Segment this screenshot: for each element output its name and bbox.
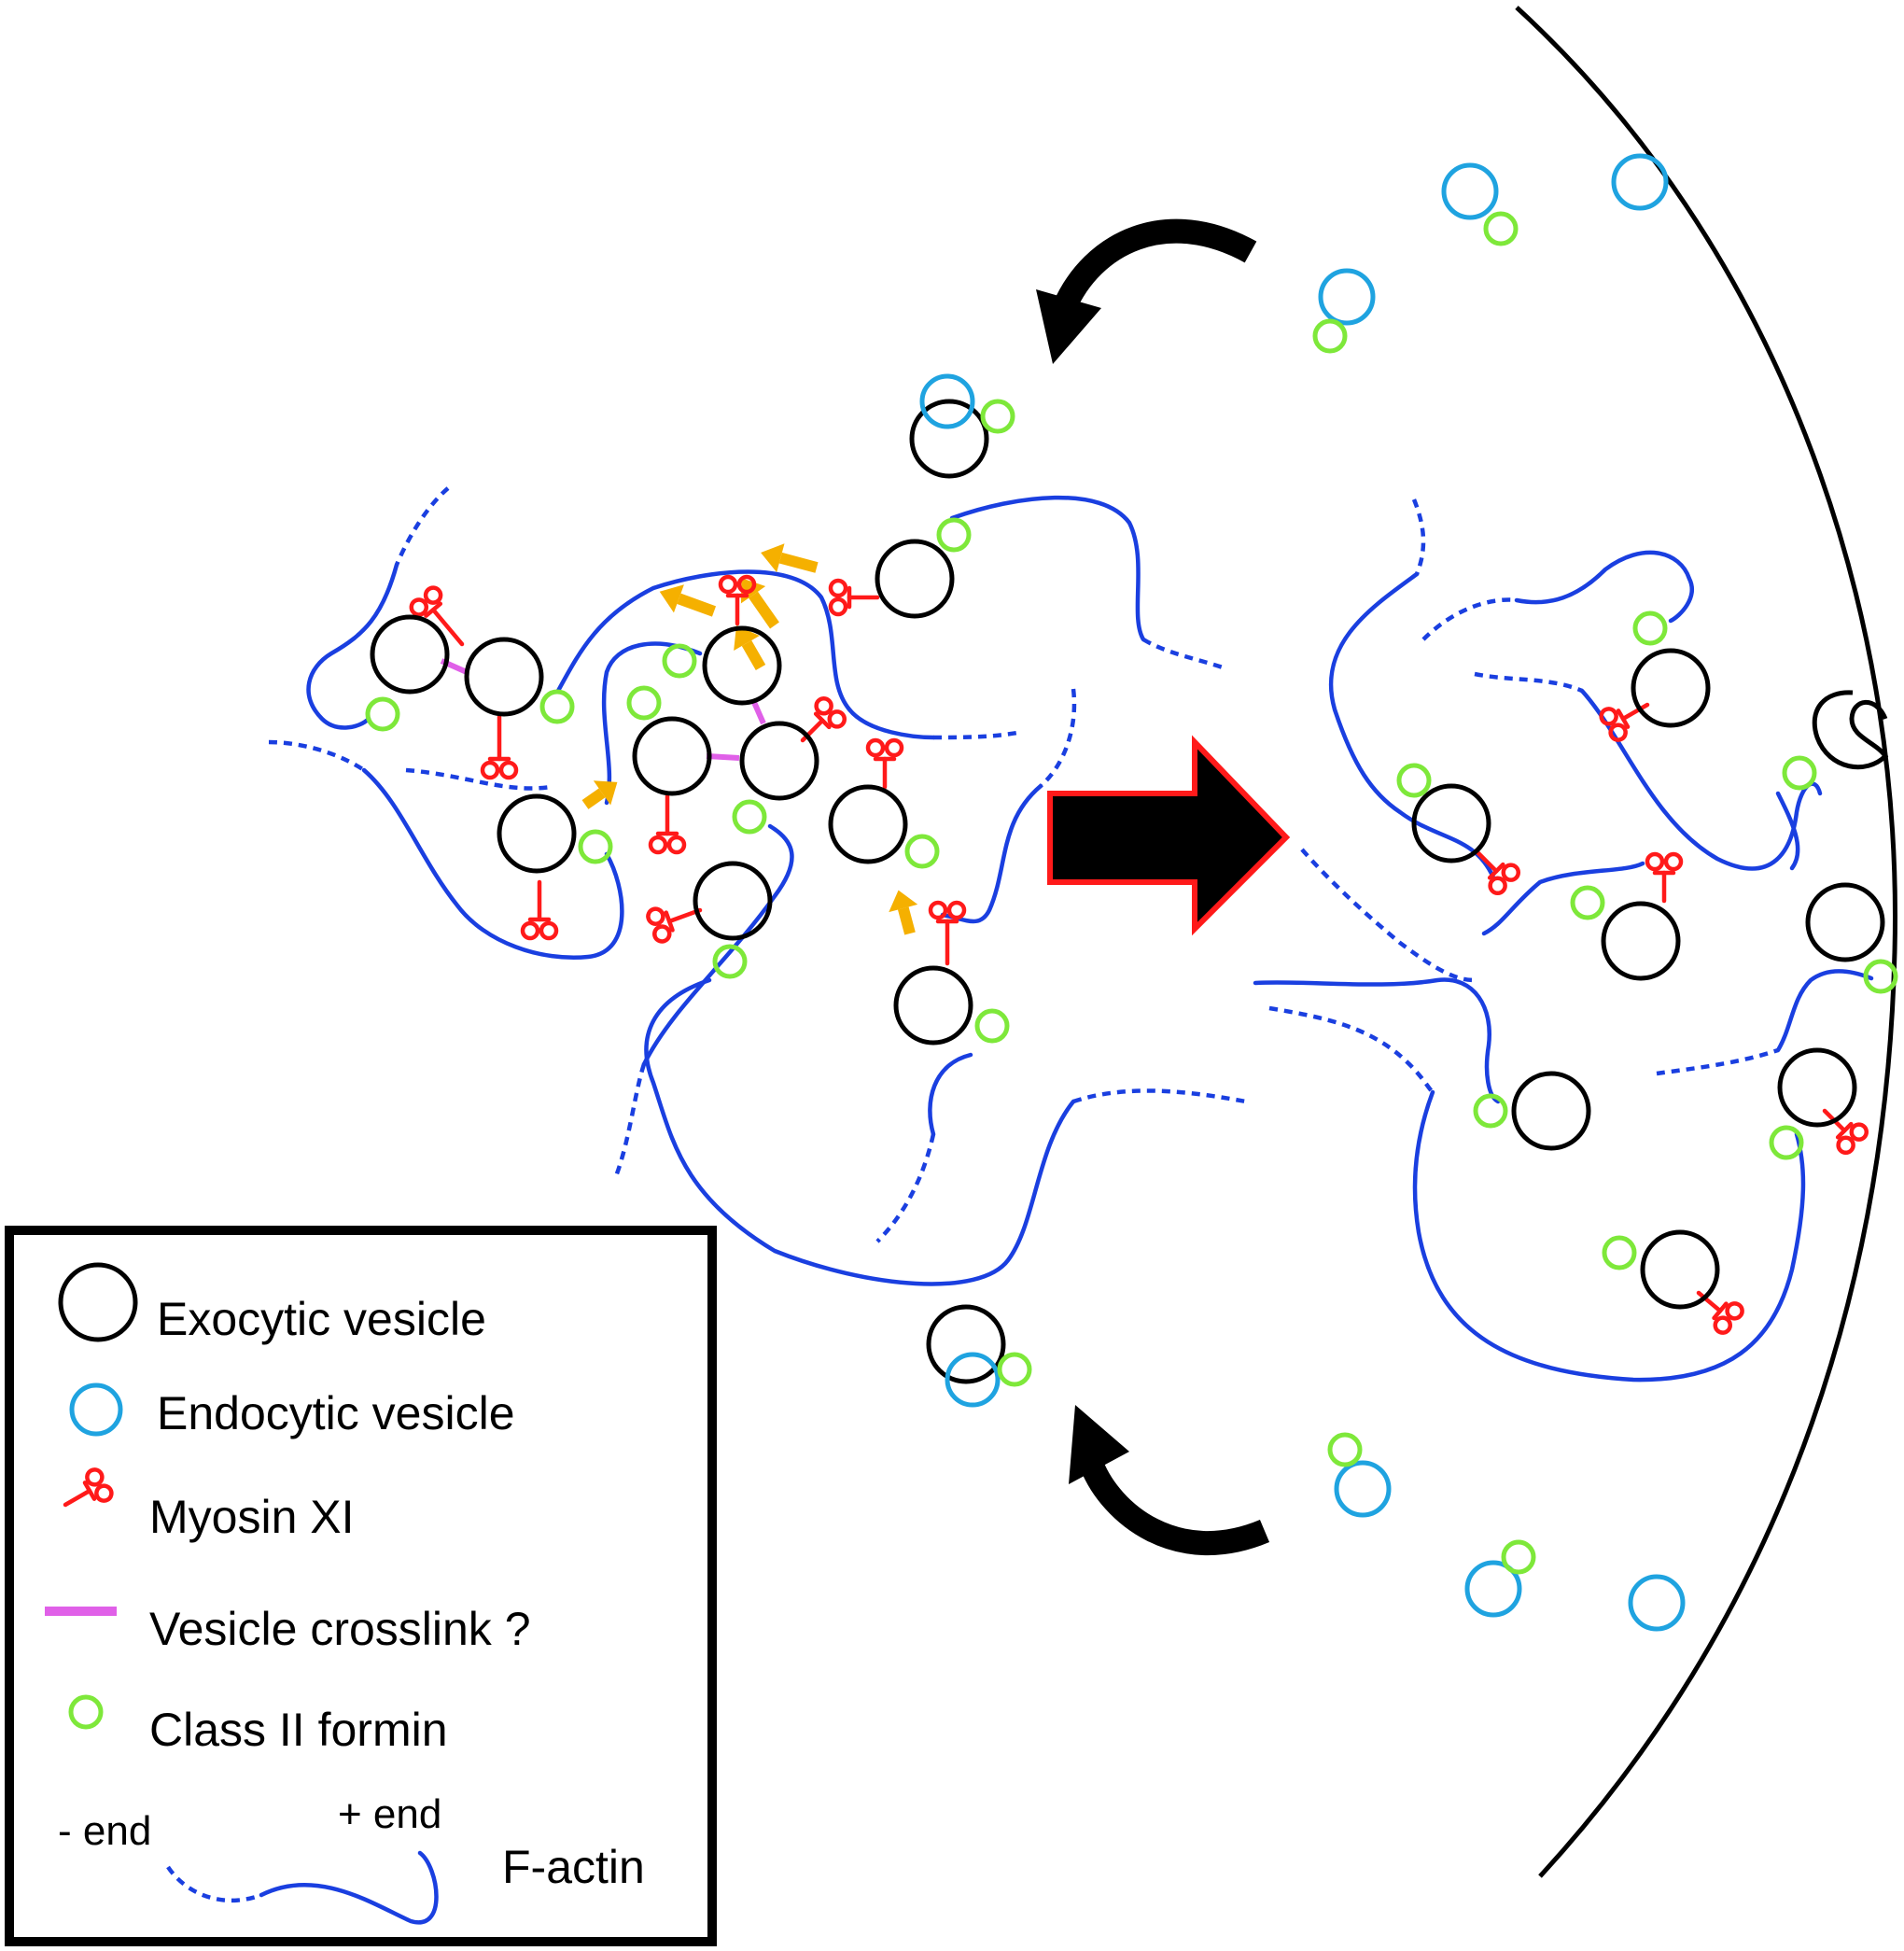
legend-f-actin-label: F-actin [502,1841,645,1893]
cell-membrane [1515,6,1897,1878]
legend-actin-plus-symbol [259,1850,439,1925]
transport-arrow [581,780,618,809]
legend-endocytic-label: Endocytic vesicle [157,1387,515,1439]
endocytic-vesicles [919,153,1686,1632]
legend-crosslink-label: Vesicle crosslink ? [149,1603,531,1655]
legend-formin-symbol [68,1694,104,1730]
legend-myosin-symbol [63,1467,114,1508]
transition-arrow [1047,735,1291,936]
transport-arrow [659,584,717,617]
myosin-motors [409,574,1869,1335]
legend-exocytic-symbol [58,1262,138,1342]
recycling-arrow-top [1036,218,1257,364]
legend-plus-end-label: + end [338,1791,441,1837]
legend-actin-minus-symbol [166,1865,262,1903]
exocytic-vesicles [370,399,1889,1384]
f-actin-right [1253,498,1874,1383]
class-ii-formins [365,211,1898,1575]
legend-endocytic-symbol [69,1383,123,1437]
legend-formin-label: Class II formin [149,1704,448,1756]
legend-myosin-label: Myosin XI [149,1491,355,1543]
myosin-transport-arrows [581,543,918,935]
legend-exocytic-label: Exocytic vesicle [157,1293,486,1345]
legend-box [5,1226,717,1946]
legend: Exocytic vesicle Endocytic vesicle Myosi… [5,1226,717,1946]
legend-minus-end-label: - end [58,1808,151,1854]
transport-arrow [761,543,819,573]
recycling-arrow-bottom [1069,1405,1270,1555]
transport-arrow [734,625,766,670]
transport-arrow [889,890,918,935]
f-actin-left [268,486,1247,1286]
